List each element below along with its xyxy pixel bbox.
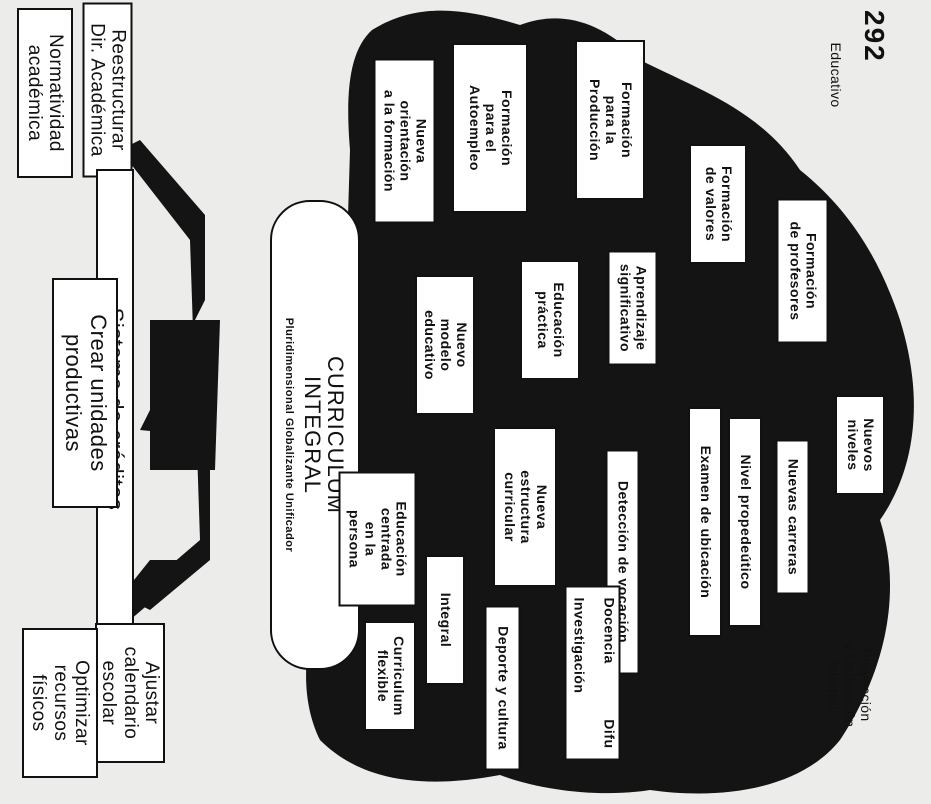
label-investigacion: Investigación [571,597,588,694]
branch-aprendizaje-significativo: Aprendizaje significativo [607,250,658,366]
branch-nueva-orientacion: Nueva orientación a la formación [373,58,436,224]
branch-formacion-autoempleo: Formación para el Autoempleo [452,43,528,213]
branch-nivel-propedeutico: Nivel propedeútico [728,417,762,627]
trunk-subtitle: Pluridimensional Globalizante Unificador [282,317,295,553]
root-normatividad: Normatividad académica [17,8,73,178]
root-ajustar-calendario: Ajustar calendario escolar [95,623,165,763]
branch-nuevas-carreras: Nuevas carreras [775,439,810,595]
root-reestructurar: Reestructurar Dir. Académica [82,2,133,178]
branch-docencia-investigacion: Docencia Difu Investigación [564,585,621,761]
side-label-left: Educativo [828,42,845,108]
branch-nuevo-modelo: Nuevo modelo educativo [415,275,475,415]
branch-formacion-profesores: Formación de profesores [776,198,829,344]
side-label-right: Proyección y Unificación Integral [825,642,875,728]
root-crear-unidades: Crear unidades productivas [52,278,118,508]
branch-examen-ubicacion: Examen de ubicación [688,407,722,637]
page-number: 292 [859,10,890,63]
label-difusion: Difu [601,719,618,749]
branch-curriculum-flexible: Curriculum flexible [364,621,416,731]
branch-educacion-persona: Educación centrada en la persona [338,471,417,607]
branch-formacion-produccion: Formación para la Producción [575,40,645,200]
branch-formacion-valores: Formación de valores [689,144,747,264]
label-docencia: Docencia [601,597,618,664]
branch-integral: Integral [425,555,465,685]
branch-nuevos-niveles: Nuevos niveles [835,395,885,495]
branch-educacion-practica: Educación práctica [520,260,580,380]
branch-deporte-cultura: Deporte y cultura [484,605,521,771]
branch-nueva-estructura: Nueva estructura curricular [493,427,557,587]
root-optimizar-recursos: Optimizar recursos físicos [22,628,98,778]
